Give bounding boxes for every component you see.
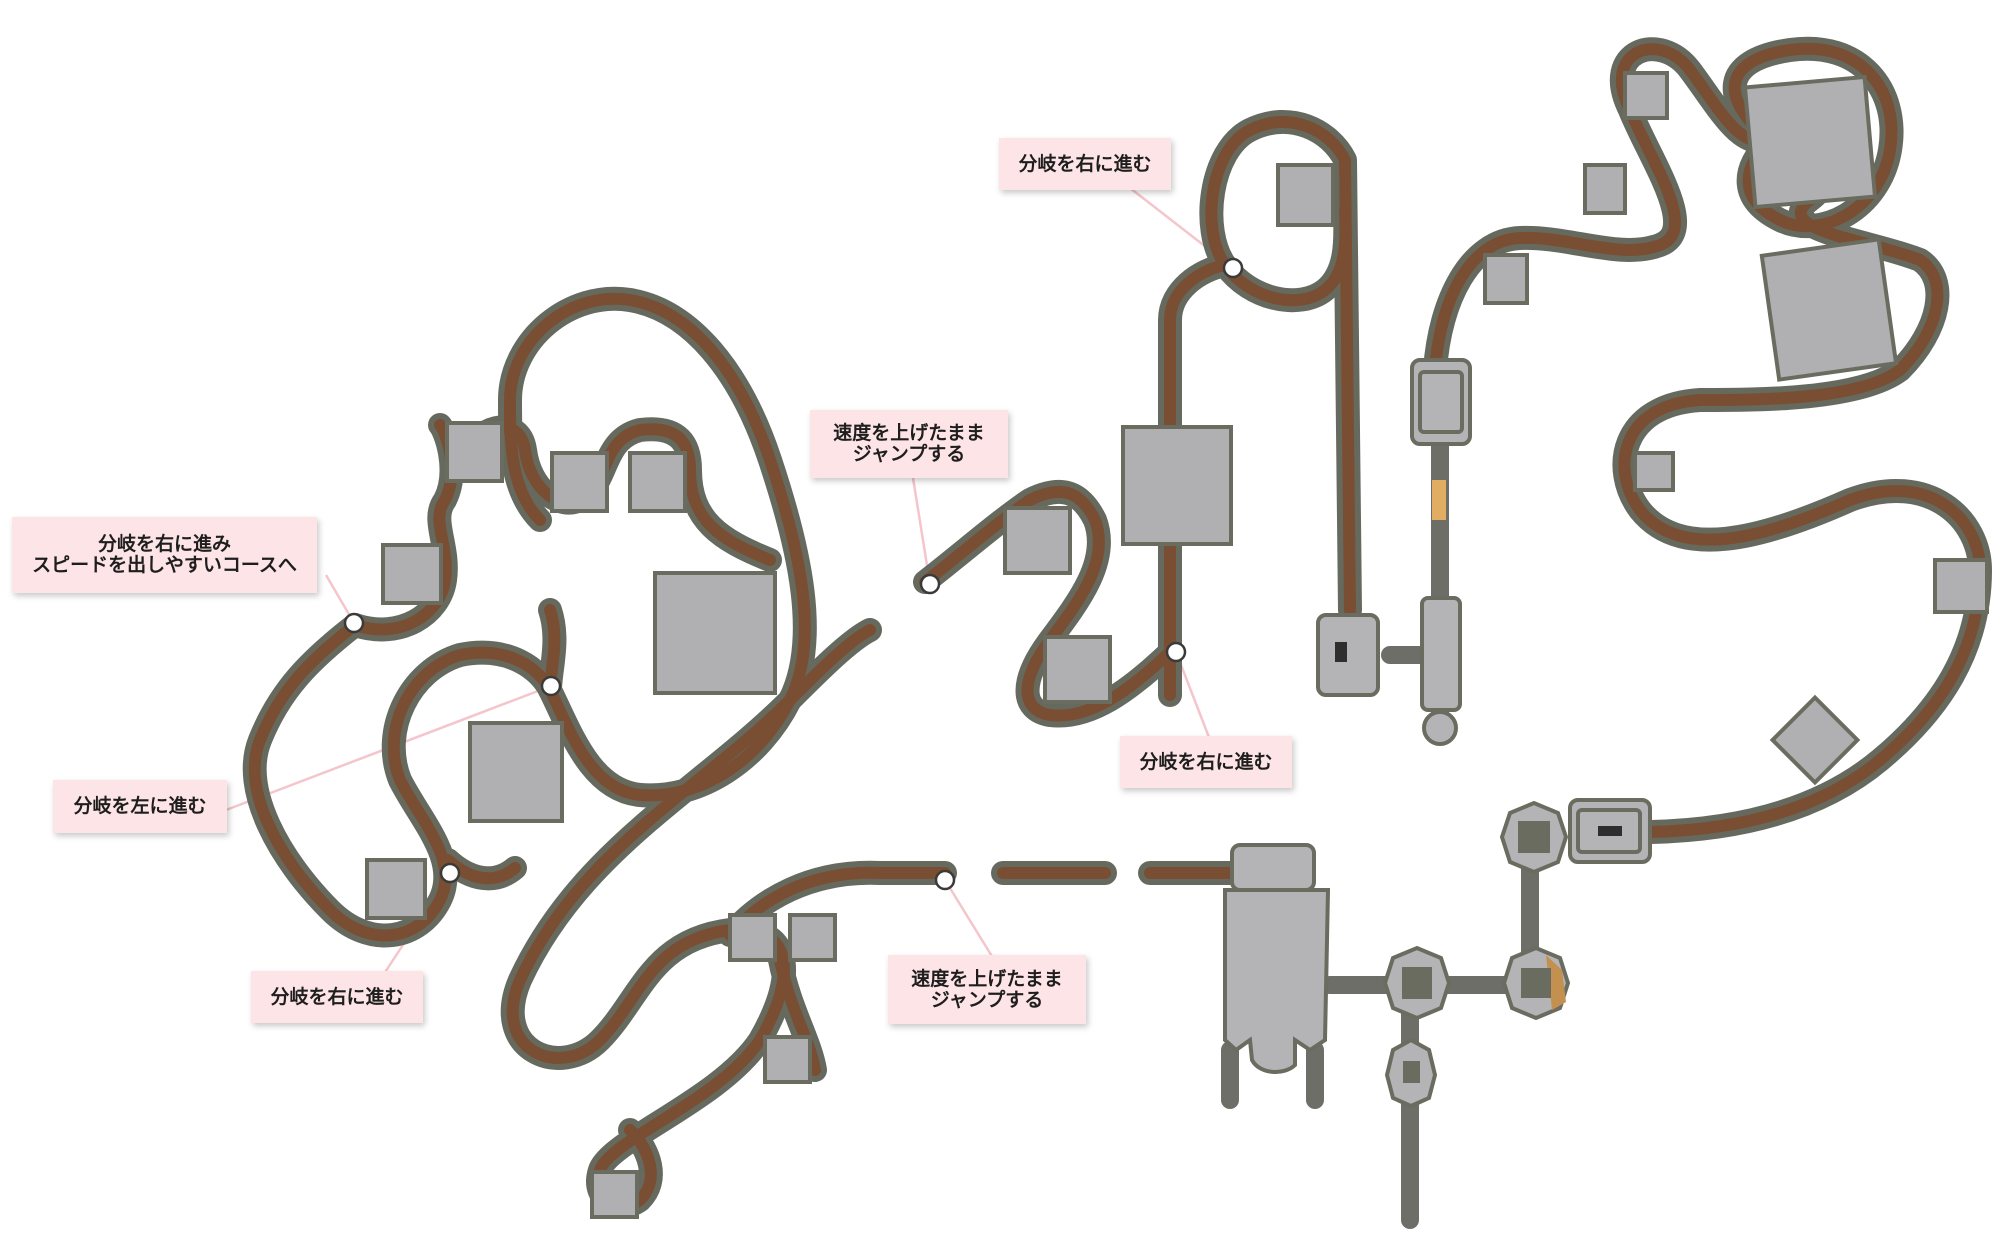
branch-node-bottom: [439, 862, 461, 884]
machines: [1223, 358, 1652, 1109]
rail-tracks: [242, 36, 1992, 1218]
support-pipes: [1221, 431, 1539, 1229]
branch-node-center: [540, 675, 562, 697]
branch-markers: [343, 257, 1244, 891]
blocks: [365, 71, 1989, 1219]
jump-node-lower: [934, 869, 956, 891]
branch-node-top: [1222, 257, 1244, 279]
callout-speed-jump-upper: 速度を上げたまま ジャンプする: [810, 410, 1008, 478]
branch-node-middle: [1165, 641, 1187, 663]
callout-branch-right-middle: 分岐を右に進む: [1120, 736, 1292, 788]
callout-branch-right-lower-left: 分岐を右に進む: [251, 971, 423, 1023]
callout-branch-right-speed: 分岐を右に進み スピードを出しやすいコースへ: [12, 517, 317, 593]
branch-node-left: [343, 612, 365, 634]
callout-branch-left: 分岐を左に進む: [53, 780, 227, 833]
callout-branch-right-top: 分岐を右に進む: [999, 138, 1171, 190]
callout-speed-jump-lower: 速度を上げたまま ジャンプする: [888, 955, 1086, 1024]
jump-node-upper: [919, 573, 941, 595]
